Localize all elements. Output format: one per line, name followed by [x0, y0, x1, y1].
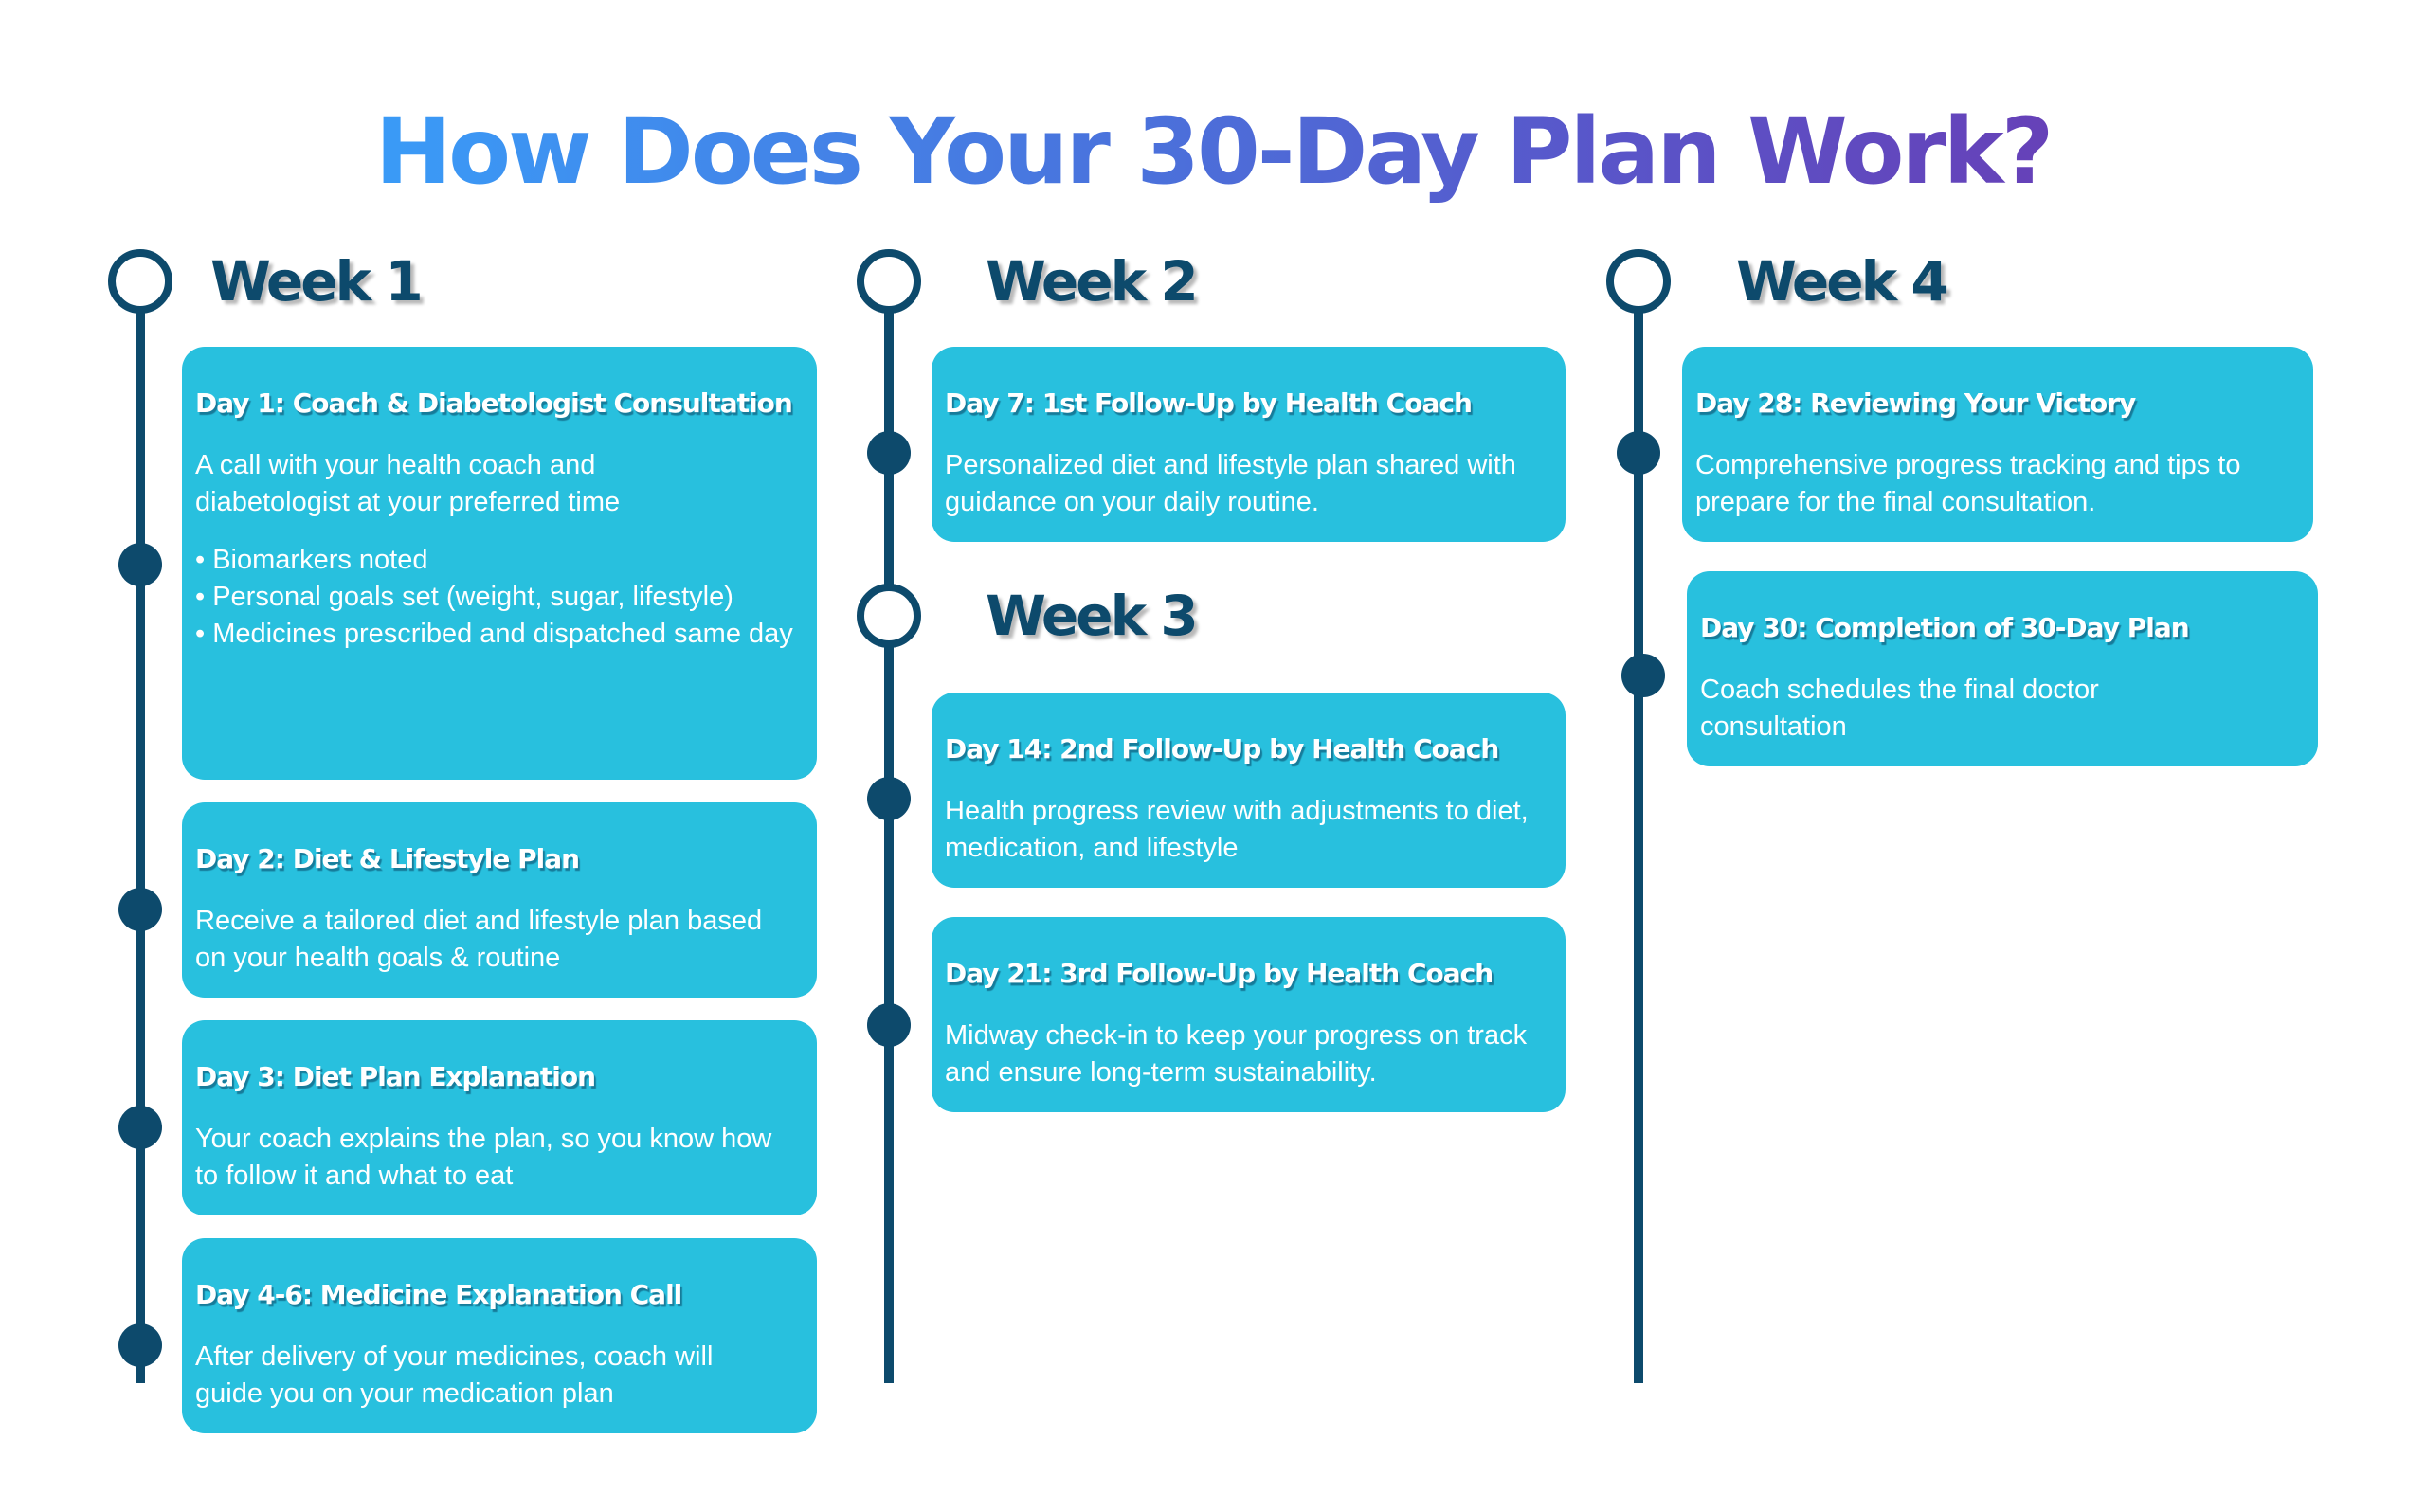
step-description: Your coach explains the plan, so you kno… — [195, 1124, 772, 1191]
step-title: Day 4-6: Medicine Explanation Call — [195, 1279, 682, 1310]
step-title: Day 7: 1st Follow-Up by Health Coach — [945, 387, 1473, 419]
page-title: How Does Your 30-Day Plan Work? — [0, 95, 2426, 208]
step-description: Coach schedules the final doctor consult… — [1700, 675, 2099, 742]
step-description: Receive a tailored diet and lifestyle pl… — [195, 906, 763, 973]
week-1-heading: Week 1 — [210, 249, 424, 314]
day-2-dot-icon — [118, 888, 162, 931]
week-2-ring-icon — [857, 249, 921, 314]
step-title: Day 30: Completion of 30-Day Plan — [1700, 612, 2190, 643]
week-4-ring-icon — [1606, 249, 1671, 314]
step-description: Health progress review with adjustments … — [945, 796, 1529, 863]
step-card-day-21: Day 21: 3rd Follow-Up by Health Coach Mi… — [932, 917, 1566, 1112]
day-30-dot-icon — [1621, 654, 1665, 697]
day-28-dot-icon — [1617, 431, 1660, 475]
step-title: Day 14: 2nd Follow-Up by Health Coach — [945, 733, 1499, 765]
timeline-line-week-4 — [1634, 281, 1643, 1383]
day-3-dot-icon — [118, 1106, 162, 1149]
step-card-day-1: Day 1: Coach & Diabetologist Consultatio… — [182, 347, 817, 780]
step-card-day-2: Day 2: Diet & Lifestyle Plan Receive a t… — [182, 802, 817, 998]
step-card-day-7: Day 7: 1st Follow-Up by Health Coach Per… — [932, 347, 1566, 542]
step-card-day-28: Day 28: Reviewing Your Victory Comprehen… — [1682, 347, 2313, 542]
week-3-ring-icon — [857, 584, 921, 648]
step-title: Day 3: Diet Plan Explanation — [195, 1061, 596, 1092]
step-bullet: • Personal goals set (weight, sugar, lif… — [195, 582, 733, 612]
week-3-heading: Week 3 — [986, 584, 1199, 648]
step-bullet-list: • Biomarkers noted • Personal goals set … — [195, 542, 804, 653]
step-title: Day 21: 3rd Follow-Up by Health Coach — [945, 958, 1494, 989]
timeline-line-week-2-3 — [884, 281, 894, 1383]
day-14-dot-icon — [867, 777, 911, 820]
timeline-line-week-1 — [136, 281, 145, 1383]
step-title: Day 2: Diet & Lifestyle Plan — [195, 843, 580, 874]
week-1-ring-icon — [108, 249, 172, 314]
page-title-text: How Does Your 30-Day Plan Work? — [374, 99, 2055, 205]
week-2-heading: Week 2 — [986, 249, 1199, 314]
step-card-day-3: Day 3: Diet Plan Explanation Your coach … — [182, 1020, 817, 1215]
day-7-dot-icon — [867, 431, 911, 475]
step-bullet: • Medicines prescribed and dispatched sa… — [195, 619, 793, 649]
step-description: Personalized diet and lifestyle plan sha… — [945, 450, 1516, 517]
step-description: After delivery of your medicines, coach … — [195, 1341, 714, 1409]
step-description: Midway check-in to keep your progress on… — [945, 1020, 1528, 1088]
step-bullet: • Biomarkers noted — [195, 545, 428, 575]
day-1-dot-icon — [118, 543, 162, 586]
day-21-dot-icon — [867, 1003, 911, 1047]
day-4-6-dot-icon — [118, 1323, 162, 1367]
step-description: Comprehensive progress tracking and tips… — [1695, 450, 2241, 517]
step-title: Day 1: Coach & Diabetologist Consultatio… — [195, 387, 793, 419]
step-title: Day 28: Reviewing Your Victory — [1695, 387, 2136, 419]
step-description: A call with your health coach and diabet… — [195, 450, 621, 517]
step-card-day-30: Day 30: Completion of 30-Day Plan Coach … — [1687, 571, 2318, 766]
step-card-day-14: Day 14: 2nd Follow-Up by Health Coach He… — [932, 693, 1566, 888]
step-card-day-4-6: Day 4-6: Medicine Explanation Call After… — [182, 1238, 817, 1433]
week-4-heading: Week 4 — [1736, 249, 1949, 314]
